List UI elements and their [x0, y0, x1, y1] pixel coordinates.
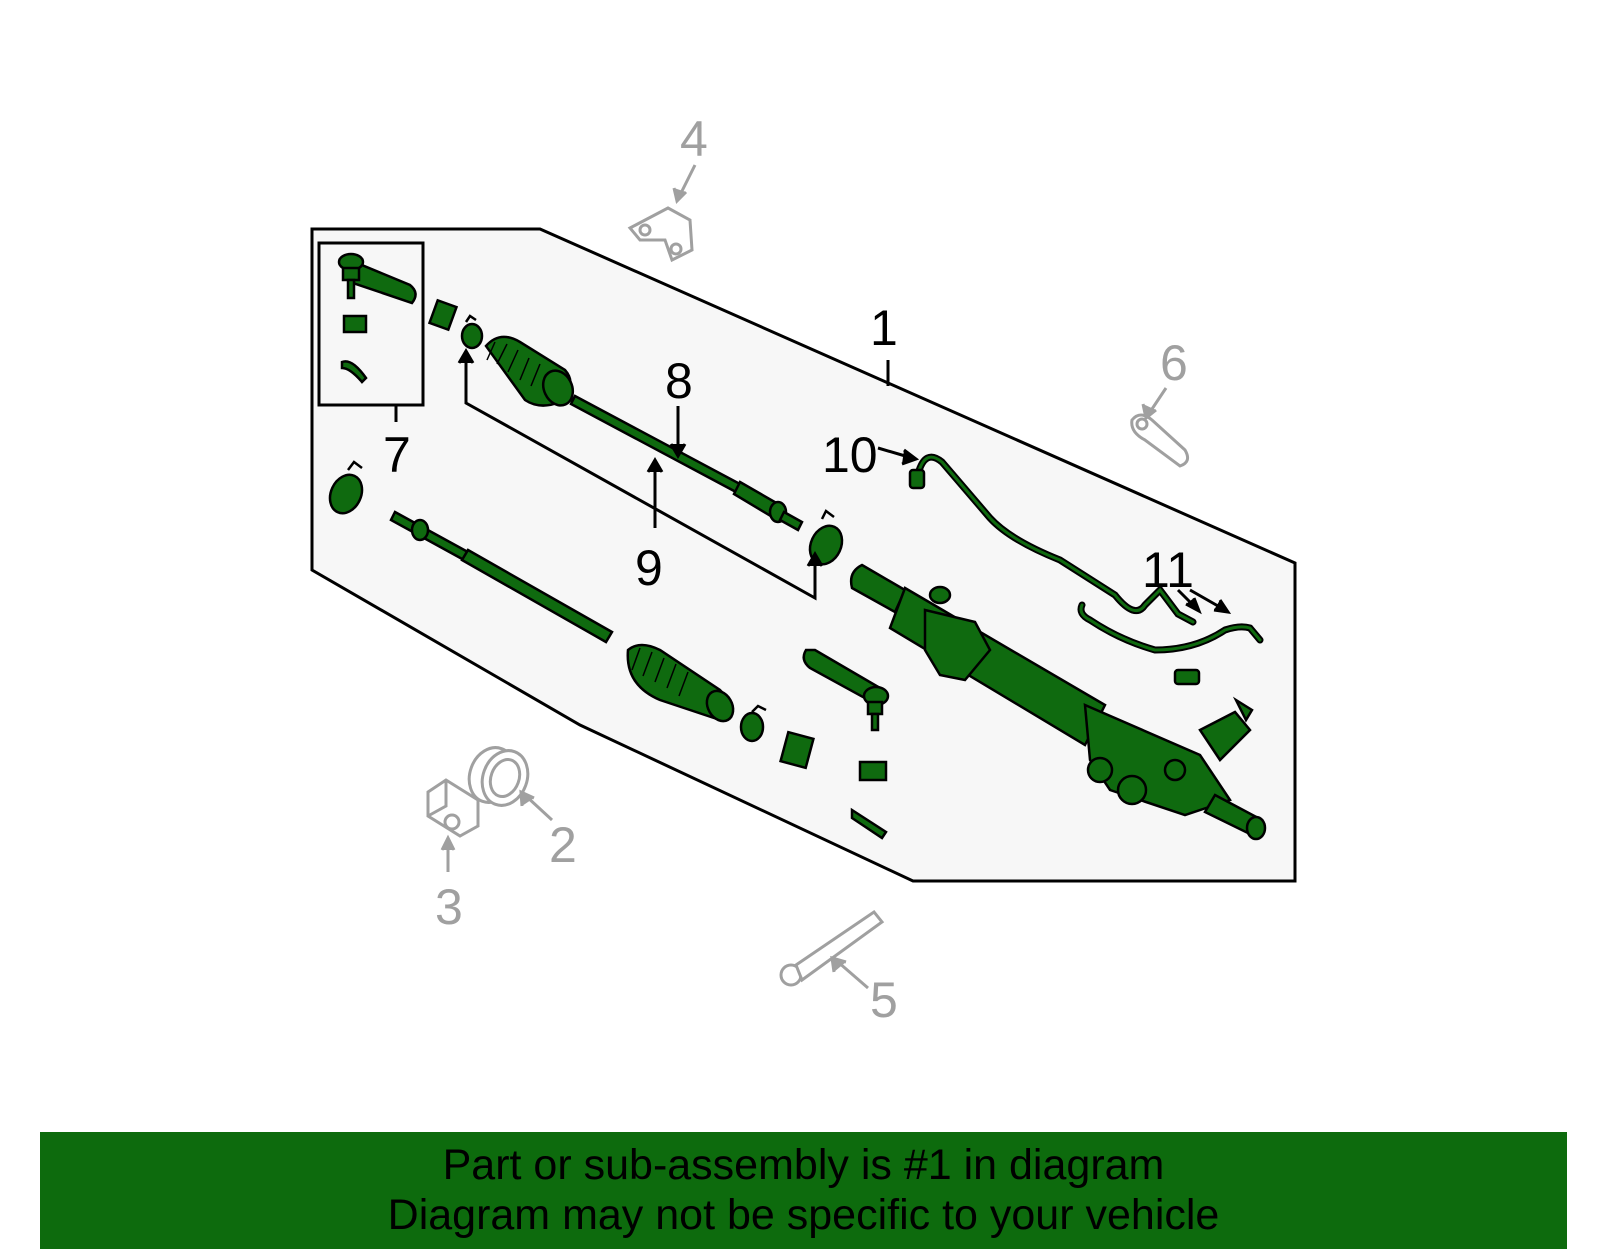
callout-7: 7 — [383, 427, 411, 483]
banner-line-1: Part or sub-assembly is #1 in diagram — [442, 1141, 1165, 1189]
pressure-line-inner — [916, 455, 1195, 624]
mount-bracket-4[interactable] — [627, 206, 694, 263]
callout-10: 10 — [822, 427, 878, 483]
clip-6[interactable] — [1130, 413, 1190, 468]
small-clamps-upper[interactable] — [427, 298, 484, 350]
callout-5: 5 — [870, 972, 898, 1028]
line-fittings[interactable] — [908, 468, 1201, 686]
insulator-3[interactable] — [426, 778, 480, 838]
item-7-kit-box — [317, 241, 425, 407]
tie-rod-end-kit[interactable] — [337, 252, 417, 384]
inner-tie-rod-upper[interactable] — [569, 394, 804, 532]
callout-1: 1 — [870, 300, 898, 356]
bushing-2[interactable] — [462, 741, 535, 812]
bellows-boot-upper[interactable] — [484, 335, 578, 410]
bolt-5[interactable] — [779, 909, 885, 987]
steering-gear-rack-housing[interactable] — [849, 563, 1267, 841]
small-clamps-lower[interactable] — [739, 704, 815, 770]
callout-8: 8 — [665, 353, 693, 409]
bellows-boot-lower[interactable] — [626, 643, 739, 726]
callout-3: 3 — [435, 879, 463, 935]
callout-2: 2 — [549, 817, 577, 873]
inner-tie-rod-lower[interactable] — [389, 510, 614, 644]
callout-11: 11 — [1142, 542, 1194, 598]
tie-rod-end-lower[interactable] — [802, 648, 890, 840]
boot-clamp-left[interactable] — [324, 460, 368, 518]
banner-line-2: Diagram may not be specific to your vehi… — [387, 1191, 1220, 1239]
info-banner: Part or sub-assembly is #1 in diagram Di… — [40, 1132, 1567, 1249]
return-line-inner — [1079, 603, 1262, 652]
leader-lines-gray — [440, 164, 1168, 990]
callout-4: 4 — [680, 111, 708, 167]
callout-6: 6 — [1160, 335, 1188, 391]
leader-lines-black — [457, 348, 1232, 615]
callout-9: 9 — [635, 540, 663, 596]
